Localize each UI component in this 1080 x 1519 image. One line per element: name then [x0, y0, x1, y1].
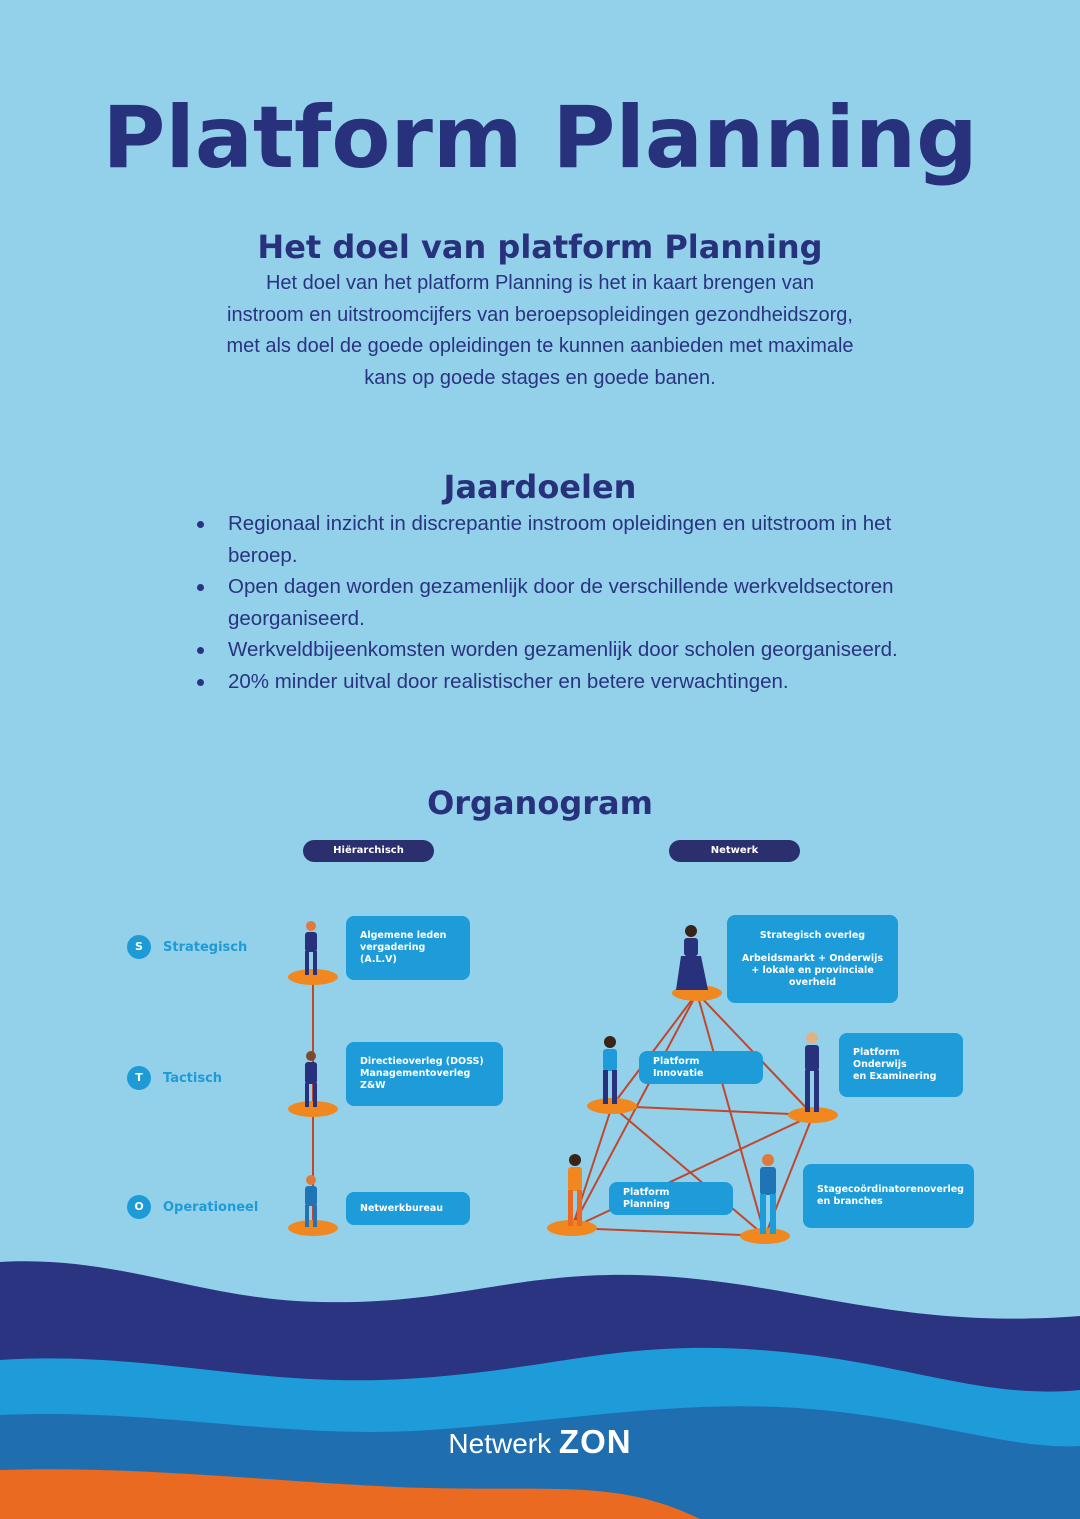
jaardoel-item: Open dagen worden gezamenlijk door de ve…	[195, 571, 915, 634]
platform-ellipse	[288, 1220, 338, 1236]
person-icon	[676, 925, 708, 990]
bubble-line: + lokale en provinciale	[751, 964, 874, 976]
logo-name: ZON	[558, 1423, 632, 1460]
person-icon	[568, 1154, 582, 1226]
platform-ellipse	[788, 1107, 838, 1123]
level-letter: S	[127, 935, 151, 959]
bubble-line: Strategisch overleg	[759, 929, 866, 941]
page-title: Platform Planning	[102, 88, 978, 188]
level-label: Tactisch	[163, 1070, 223, 1086]
jaardoel-item: Regionaal inzicht in discrepantie instro…	[195, 508, 915, 571]
bubble-line: vergadering (A.L.V)	[360, 942, 426, 965]
person-icon	[305, 1051, 317, 1107]
doel-text: Het doel van het platform Planning is he…	[226, 272, 854, 389]
bubble-line: Arbeidsmarkt + Onderwijs	[741, 952, 884, 964]
level-label: Operationeel	[163, 1199, 259, 1215]
bubble-line: Directieoverleg (DOSS)	[360, 1056, 484, 1067]
platform-planning-bubble: Platform Planning	[609, 1182, 733, 1215]
jaardoelen-list: Regionaal inzicht in discrepantie instro…	[195, 508, 915, 697]
jaardoel-item: Werkveldbijeenkomsten worden gezamenlijk…	[195, 634, 915, 666]
platform-onderwijs-bubble: Platform Onderwijs en Examinering	[839, 1033, 963, 1097]
bubble-line: Platform Onderwijs	[853, 1047, 907, 1070]
person-icon	[805, 1032, 819, 1112]
platform-ellipse	[288, 969, 338, 985]
level-letter: T	[127, 1066, 151, 1090]
jaardoel-item: 20% minder uitval door realistischer en …	[195, 666, 915, 698]
bubble-line: Stagecoördinatorenoverleg	[817, 1184, 964, 1195]
platform-ellipse	[587, 1098, 637, 1114]
jaardoelen-heading: Jaardoelen	[443, 468, 637, 506]
level-operationeel: O Operationeel	[127, 1195, 258, 1219]
platform-innovatie-bubble: Platform Innovatie	[639, 1051, 763, 1084]
person-icon	[603, 1036, 617, 1104]
platform-ellipse	[547, 1220, 597, 1236]
doel-heading: Het doel van platform Planning	[257, 228, 823, 266]
person-icon	[305, 1175, 317, 1227]
netwerk-zon-logo: Netwerk ZON	[0, 1423, 1080, 1461]
bubble-line: Netwerkbureau	[360, 1202, 444, 1214]
bubble-line: Platform Innovatie	[653, 1055, 704, 1079]
level-strategisch: S Strategisch	[127, 935, 247, 959]
level-tactisch: T Tactisch	[127, 1066, 222, 1090]
bubble-line: Platform Planning	[623, 1186, 670, 1210]
organogram-heading: Organogram	[427, 784, 653, 822]
person-icon	[760, 1154, 776, 1234]
person-icon	[305, 921, 317, 975]
bubble-line: en Examinering	[853, 1071, 937, 1082]
level-letter: O	[127, 1195, 151, 1219]
wave-orange	[0, 1469, 700, 1519]
hierarchisch-pill: Hiërarchisch	[303, 840, 434, 862]
stagecoordinatoren-bubble: Stagecoördinatorenoverleg en branches	[803, 1164, 974, 1228]
strategisch-overleg-bubble: Strategisch overleg Arbeidsmarkt + Onder…	[727, 915, 898, 1003]
logo-prefix: Netwerk	[448, 1428, 552, 1459]
platform-ellipse	[740, 1228, 790, 1244]
netwerkbureau-bubble: Netwerkbureau	[346, 1192, 470, 1225]
level-label: Strategisch	[163, 939, 248, 955]
bubble-line: overheid	[788, 976, 837, 988]
bubble-line: en branches	[817, 1196, 883, 1207]
platform-ellipse	[288, 1101, 338, 1117]
directie-bubble: Directieoverleg (DOSS) Managementoverleg…	[346, 1042, 503, 1106]
bubble-line: Managementoverleg Z&W	[360, 1068, 471, 1091]
netwerk-pill: Netwerk	[669, 840, 800, 862]
alv-bubble: Algemene leden vergadering (A.L.V)	[346, 916, 470, 980]
bubble-line: Algemene leden	[360, 930, 447, 941]
